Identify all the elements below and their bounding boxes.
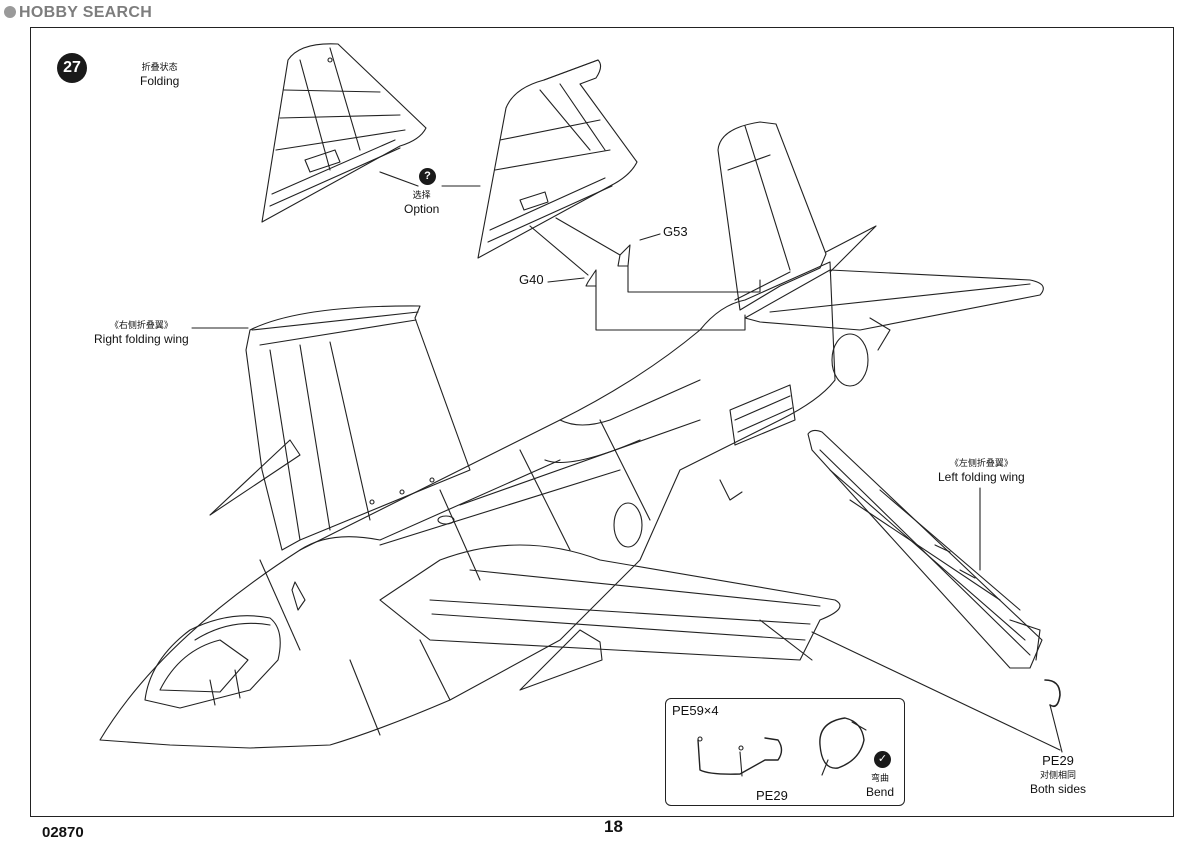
left-wing-label-en: Left folding wing [938, 470, 1025, 484]
left-folding-wing-label: 《左侧折叠翼》 Left folding wing [938, 456, 1025, 484]
page-number: 18 [604, 817, 623, 836]
logo-mark-icon [4, 6, 16, 18]
left-folding-wing-drawing [807, 429, 1061, 708]
pe-bending-diagram [697, 717, 867, 777]
right-folding-wing-drawing [209, 305, 471, 551]
bend-icon: ✓ [874, 751, 891, 768]
part-label-g53: G53 [663, 224, 688, 239]
bend-label-cn: 弯曲 [871, 773, 890, 783]
part-label-g40: G40 [519, 272, 544, 287]
pe29-side-label: PE29 [1042, 753, 1074, 768]
right-folding-wing-label: 《右侧折叠翼》 Right folding wing [94, 318, 189, 346]
option-label-cn: 选择 [412, 190, 431, 200]
folded-wing-drawing [261, 43, 427, 223]
step-badge: 27 [57, 53, 87, 83]
option-label-en: Option [404, 202, 440, 216]
option-label: 选择 Option [404, 188, 439, 216]
instruction-frame [30, 27, 1174, 817]
option-icon: ? [419, 168, 436, 185]
leader-pe29-wing [811, 631, 1061, 751]
part-g40-shape [585, 269, 597, 287]
pe-box-part-label: PE29 [756, 788, 788, 803]
both-sides-label-cn: 对侧相同 [1040, 770, 1077, 780]
option-folded-wing-drawing [477, 59, 638, 259]
folding-label: 折叠状态 Folding [140, 60, 179, 88]
pe29-both-sides-label: PE29 对侧相同 Both sides [1030, 753, 1087, 797]
fuselage-drawing [99, 261, 869, 749]
catalog-number: 02870 [42, 824, 84, 841]
leader-folding-option [379, 171, 419, 187]
right-wing-label-en: Right folding wing [94, 332, 189, 346]
pe-detail-box [665, 698, 905, 806]
hobby-search-logo: HOBBY SEARCH [4, 4, 152, 22]
right-wing-label-cn: 《右侧折叠翼》 [109, 320, 173, 330]
folding-label-en: Folding [140, 74, 180, 88]
canopy-drawing [144, 615, 281, 709]
vertical-tail-drawing [717, 121, 827, 311]
bend-label-en: Bend [866, 785, 895, 799]
left-wing-label-cn: 《左侧折叠翼》 [949, 458, 1013, 468]
folding-label-cn: 折叠状态 [141, 62, 178, 72]
horizontal-tail-drawing [744, 225, 1044, 351]
leader-pe29-part [1049, 704, 1063, 753]
left-main-wing-drawing [379, 544, 841, 691]
pe-box-title: PE59×4 [672, 703, 719, 718]
watermark-text: HOBBY SEARCH [19, 4, 153, 21]
both-sides-label-en: Both sides [1030, 782, 1087, 796]
bend-label: 弯曲 Bend [866, 771, 894, 799]
